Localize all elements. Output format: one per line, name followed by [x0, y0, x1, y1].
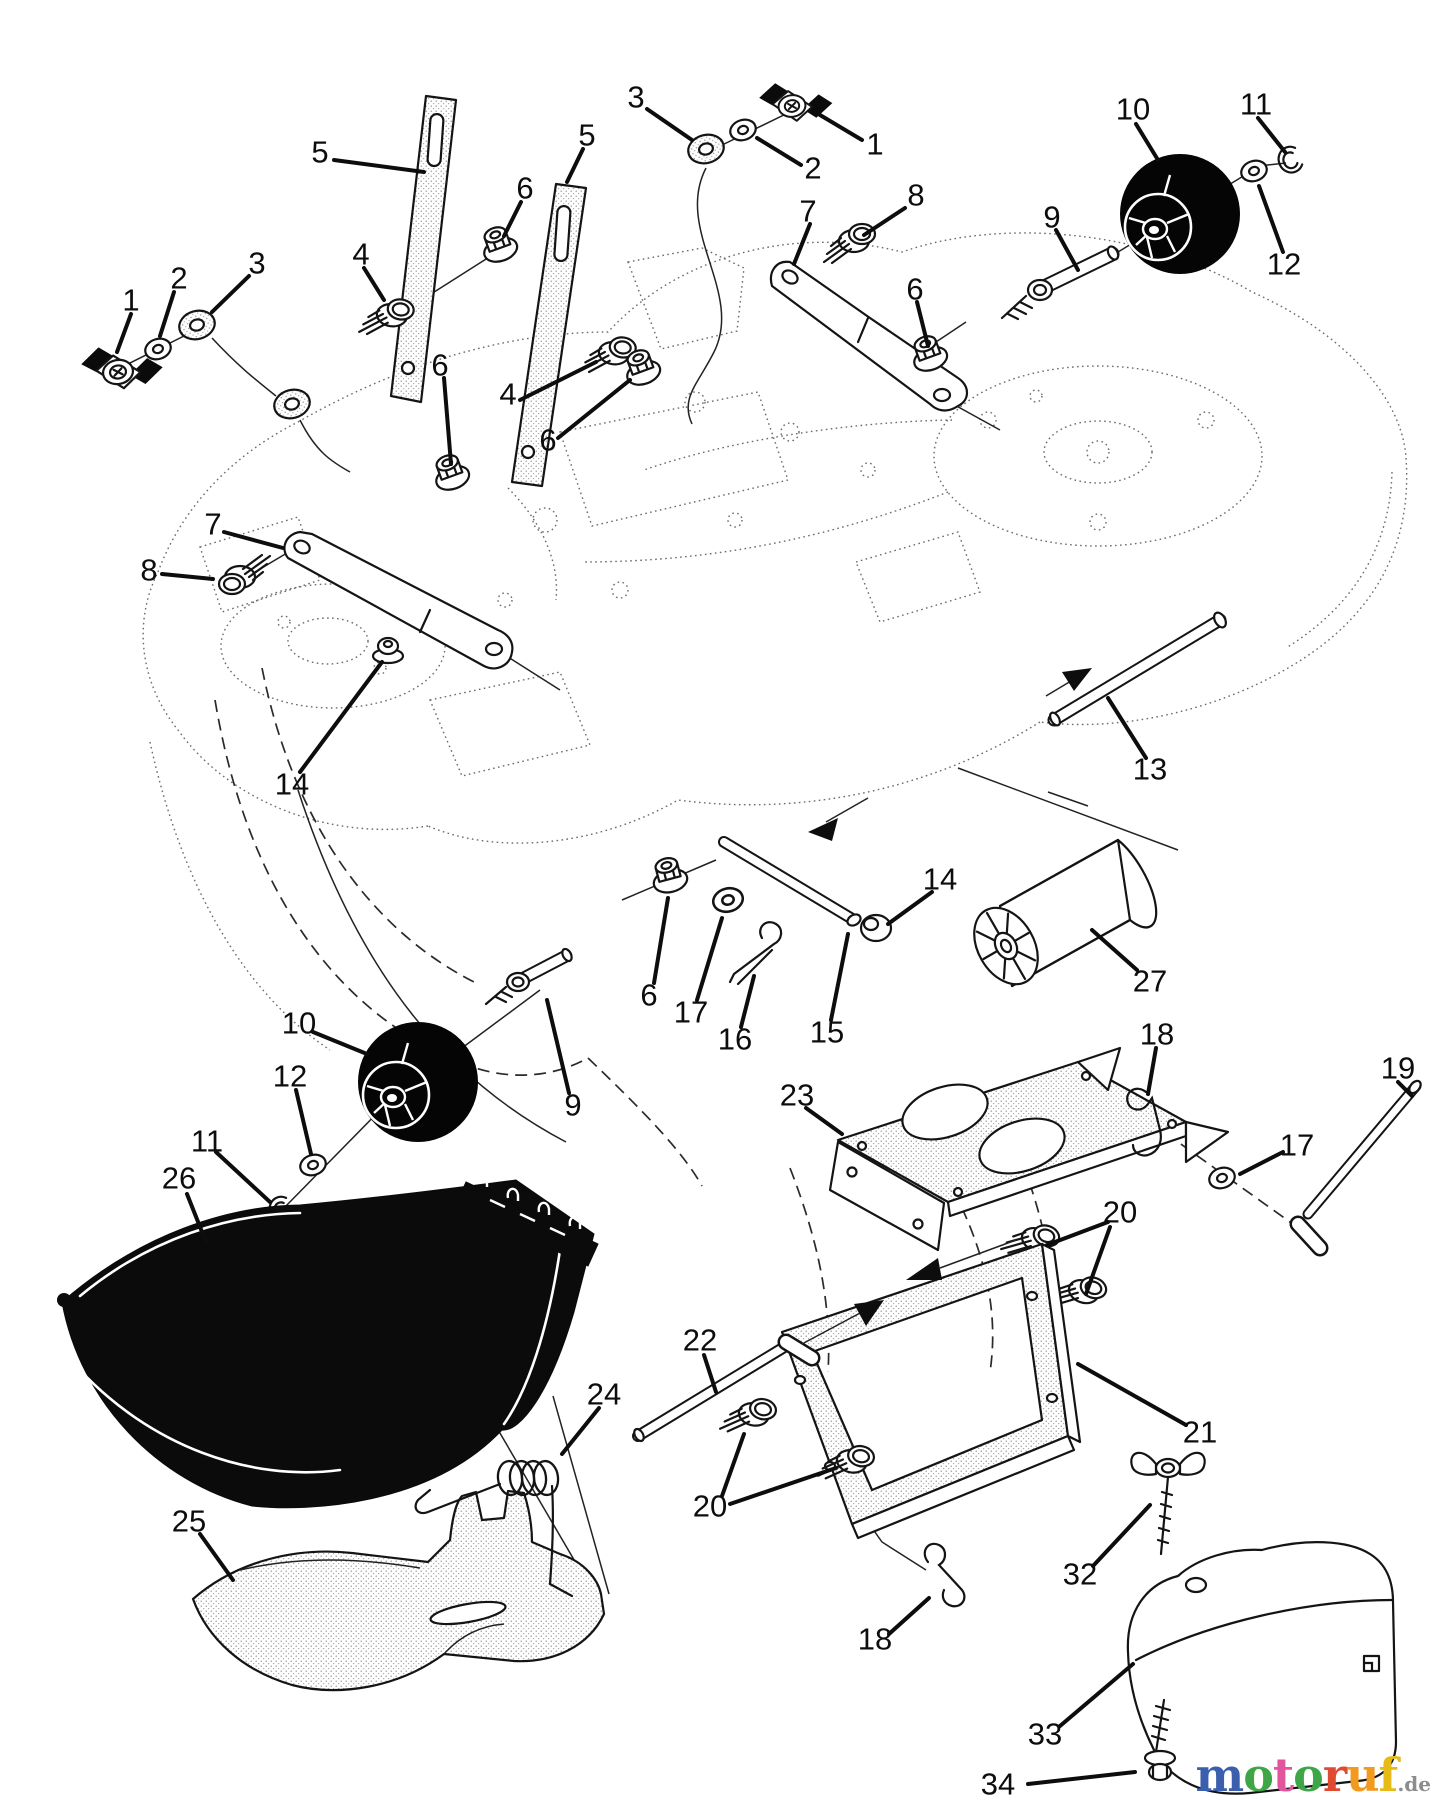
part-label-24: 24: [587, 1377, 621, 1412]
part-label-6-strap-b: 6: [539, 423, 556, 458]
part-label-9-right: 9: [1043, 200, 1060, 235]
part-label-1-top: 1: [866, 127, 883, 162]
mower-deck-phantom-outline: [142, 232, 1408, 1051]
roller-27: [973, 838, 1158, 988]
washer-17-right: [1205, 1163, 1239, 1193]
part-label-16: 16: [718, 1022, 752, 1057]
part-label-26: 26: [162, 1161, 196, 1196]
part-label-3-left: 3: [248, 246, 265, 281]
part-label-10-bottom: 10: [282, 1006, 316, 1041]
part-label-17-right: 17: [1280, 1128, 1314, 1163]
part-label-6-upper: 6: [516, 171, 533, 206]
part-label-3-top: 3: [627, 80, 644, 115]
part-label-12-right: 12: [1267, 247, 1301, 282]
washer-12-bottom: [296, 1150, 330, 1180]
washer-17-mid: [709, 883, 747, 917]
part-label-8-left: 8: [140, 553, 157, 588]
part-label-4-upper: 4: [352, 237, 369, 272]
part-label-6-strap-a: 6: [431, 348, 448, 383]
knob-14-mid: [859, 913, 893, 943]
bolt-8-left: [217, 553, 272, 596]
part-label-18-bottom: 18: [858, 1622, 892, 1657]
callout-leader-lines: [115, 107, 1414, 1786]
part-label-17-mid: 17: [674, 995, 708, 1030]
part-label-2-left: 2: [170, 261, 187, 296]
direction-arrows: [801, 668, 1092, 1345]
rod-22: [632, 1333, 821, 1443]
screw-34: [1143, 1698, 1177, 1782]
watermark-letter: o: [1293, 1748, 1324, 1800]
part-label-1-left: 1: [122, 283, 139, 318]
watermark-domain-suffix: .de: [1397, 1772, 1431, 1796]
chute-25: [191, 1489, 606, 1692]
flange-nut-6-a: [475, 221, 522, 268]
watermark-letter: o: [1243, 1748, 1274, 1800]
part-label-6-mid: 6: [640, 978, 657, 1013]
part-label-18-top: 18: [1140, 1017, 1174, 1052]
part-label-27: 27: [1133, 964, 1167, 999]
frame-21: [780, 1242, 1082, 1540]
flange-nut-6-mid: [647, 853, 691, 898]
washer-3-top: [683, 129, 729, 169]
part-label-12-bottom: 12: [273, 1059, 307, 1094]
part-label-8-right: 8: [907, 178, 924, 213]
wheel-10-bottom: [356, 1020, 480, 1144]
part-label-6-right: 6: [906, 272, 923, 307]
part-label-25: 25: [172, 1504, 206, 1539]
spring-clip-18-top: [1126, 1087, 1162, 1157]
cap-ring-11-right: [1273, 143, 1305, 178]
spring-clip-18-bottom: [923, 1542, 966, 1608]
watermark-letter: m: [1195, 1748, 1245, 1800]
shoulder-button-14-left: [371, 636, 405, 665]
rod-13: [1047, 611, 1227, 727]
callout-labels: 1 2 3 4 5 6 5 3 2 1 7 8 6 9 10 11 12 6 4…: [122, 80, 1415, 1800]
hanger-strap-5-a: [389, 94, 458, 404]
deflector-26: [57, 1173, 599, 1509]
part-label-14-left: 14: [275, 767, 309, 802]
watermark-letter: f: [1378, 1748, 1399, 1800]
part-label-2-top: 2: [804, 151, 821, 186]
part-label-4-lower: 4: [499, 377, 516, 412]
part-label-33: 33: [1028, 1717, 1062, 1752]
rod-19: [1289, 1079, 1422, 1257]
watermark-motoruf: motoruf.de: [1196, 1752, 1431, 1798]
part-label-14-mid: 14: [923, 862, 957, 897]
part-label-15: 15: [810, 1015, 844, 1050]
assembly-axis-lines: [107, 111, 1287, 1211]
bracket-7-right: [769, 260, 969, 412]
bracket-7-left: [283, 530, 514, 670]
part-label-11-right: 11: [1240, 87, 1272, 122]
part-label-13: 13: [1133, 752, 1167, 787]
part-label-20-bottom: 20: [693, 1489, 727, 1524]
part-label-23: 23: [780, 1078, 814, 1113]
part-label-5-right: 5: [578, 118, 595, 153]
part-label-19: 19: [1381, 1051, 1415, 1086]
wing-nut-32: [1130, 1451, 1206, 1556]
wheel-10-right: [1118, 152, 1242, 276]
axle-bolt-9-right: [1000, 245, 1120, 321]
watermark-letter: u: [1346, 1748, 1379, 1800]
torsion-spring-24: [414, 1459, 574, 1598]
part-label-10-right: 10: [1116, 92, 1150, 127]
part-label-20-top: 20: [1103, 1195, 1137, 1230]
watermark-letter: r: [1322, 1748, 1347, 1800]
part-label-11-bottom: 11: [191, 1124, 223, 1159]
part-label-21: 21: [1183, 1415, 1217, 1450]
cotter-pin-16: [728, 921, 783, 986]
washer-12-right: [1237, 156, 1271, 186]
watermark-letter: t: [1272, 1748, 1294, 1800]
plate-23: [828, 1046, 1230, 1252]
axle-bolt-9-bottom: [484, 947, 573, 1006]
part-label-7-right: 7: [799, 194, 816, 229]
part-label-5-left: 5: [311, 135, 328, 170]
part-label-7-left: 7: [204, 507, 221, 542]
part-label-9-bottom: 9: [564, 1088, 581, 1123]
rod-15: [718, 836, 862, 927]
bolt-8-right: [822, 222, 877, 265]
part-label-32: 32: [1063, 1557, 1097, 1592]
part-label-22: 22: [683, 1323, 717, 1358]
part-label-34: 34: [981, 1767, 1015, 1800]
hanger-strap-5-b: [510, 182, 588, 488]
